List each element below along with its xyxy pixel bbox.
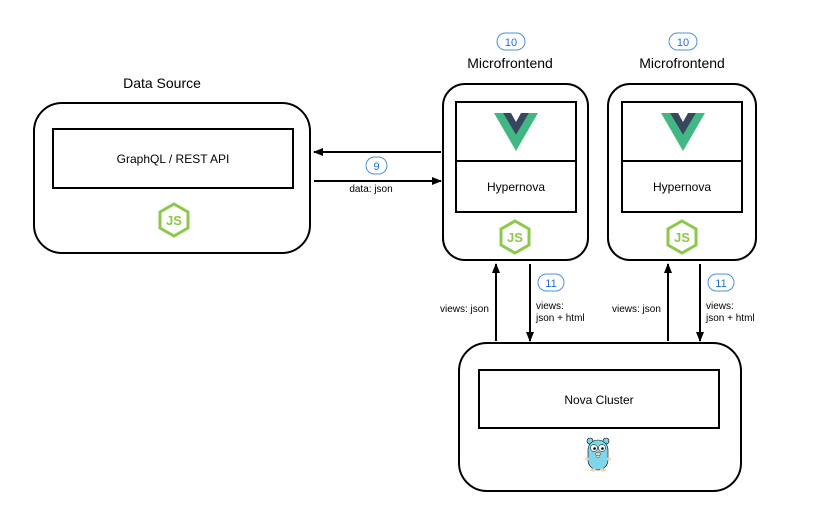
- gopher-icon: [585, 437, 611, 472]
- step-badge-label: 10: [505, 37, 517, 49]
- step-badge-label: 10: [677, 37, 689, 49]
- hypernova-label: Hypernova: [487, 180, 545, 194]
- hypernova-box: [621, 160, 743, 213]
- views-response-label: json + html: [705, 313, 755, 324]
- microfrontend-1: 10 Microfrontend Hypernova: [442, 32, 589, 261]
- hypernova-box: [455, 160, 577, 213]
- views-request-label: views: json: [612, 304, 661, 315]
- microfrontend-title: Microfrontend: [639, 55, 725, 71]
- api-label: GraphQL / REST API: [117, 152, 230, 166]
- views-response-label: views:: [536, 301, 564, 312]
- step-badge-label: 11: [545, 278, 556, 290]
- microfrontend-title: Microfrontend: [467, 55, 553, 71]
- step-badge-label: 9: [373, 161, 379, 173]
- hypernova-label: Hypernova: [653, 180, 711, 194]
- api-box: [52, 128, 294, 189]
- step-badge-10: [496, 32, 526, 51]
- step-badge-10: [668, 32, 698, 51]
- nova-cluster-box: [478, 369, 720, 429]
- data-json-label: data: json: [349, 184, 392, 195]
- views-request-label: views: json: [440, 304, 489, 315]
- step-badge-11: [707, 273, 735, 292]
- step-badge-label: 11: [715, 278, 726, 290]
- step-badge-11: [537, 273, 565, 292]
- microfrontend-2: 10 Microfrontend Hypernova: [607, 32, 757, 261]
- nova-cluster-label: Nova Cluster: [564, 393, 633, 407]
- step-badge-9: [365, 156, 388, 175]
- views-response-label: json + html: [535, 313, 585, 324]
- views-response-label: views:: [706, 301, 734, 312]
- data-source-title: Data Source: [123, 75, 201, 91]
